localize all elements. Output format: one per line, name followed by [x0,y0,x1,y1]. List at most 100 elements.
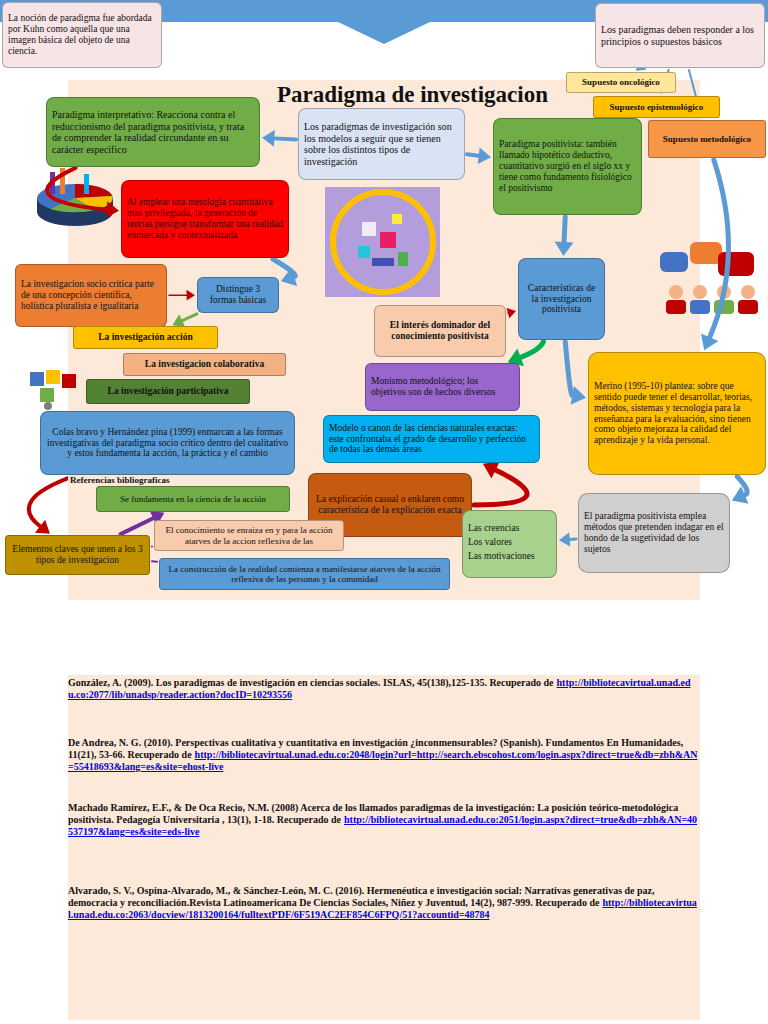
concept-box: Se fundamenta en la ciencia de la acción [96,486,290,512]
diagram-title: Paradigma de investigacion [240,82,585,108]
concept-box: El conocimiento se enraiza en y para la … [154,520,344,551]
concept-box: Los paradigmas deben responder a los pri… [595,3,765,68]
reference-text: Alvarado, S. V., Ospina-Alvarado, M., & … [68,885,655,908]
reference-entry: Machado Ramírez, E.F., & De Oca Recio, N… [68,802,698,838]
connector-line [151,546,153,548]
box-text: Las motivaciones [468,551,551,562]
reference-entry: De Andrea, N. G. (2010). Perspectivas cu… [68,737,698,773]
concept-box: La investigacion socio critica parte de … [15,264,167,327]
box-text: La investigación participativa [92,386,244,397]
connector-line [182,314,197,321]
arrow-head [571,386,586,405]
connector-arrow [467,148,491,164]
concept-box: Los paradigmas de investigación son los … [298,108,465,180]
reference-heading-box: Referencias bibliograficas [68,475,172,486]
concept-box: La investigación participativa [86,379,250,404]
connector-line [710,160,729,337]
box-text: Supuesto epistemológico [599,102,714,112]
box-text: Elementos claves que unen a los 3 tipos … [11,544,144,566]
concept-box: Paradigma positivista: también llamado h… [493,118,642,215]
connector-arrow [47,168,119,218]
concept-box: Colas bravo y Hernández pina (1999) enma… [40,411,295,475]
concept-box: Al emplear una metología cuantitativa ma… [121,180,289,258]
box-text: La construcción de la realidad comienza … [165,564,444,585]
concept-box: Modelo o canon de las ciencias naturales… [323,415,540,463]
box-text: Paradigma positivista: también llamado h… [499,139,636,194]
concept-box: Monismo metodológico; los objetivos son … [365,363,520,411]
box-text: La investigacion socio critica parte de … [21,279,161,312]
connector-line [169,294,187,296]
center-illustration [325,187,440,297]
connector-line [47,168,107,210]
arrow-head [187,290,195,301]
arrow-head [281,268,297,286]
connector-arrow [262,130,296,147]
connector-line [565,342,572,395]
concept-box: Paradigma interpretativo: Reacciona cont… [46,97,260,167]
box-text: Supuesto oncológico [572,77,670,87]
connector-line [152,560,157,562]
box-text: El interés dominador del conocimiento po… [380,320,500,342]
connector-line [521,342,544,357]
concept-box: Supuesto oncológico [566,72,676,93]
arrow-head [478,148,491,164]
arrow-head [559,532,570,546]
concept-box: La investigacion colaborativa [123,353,286,376]
concept-box: El interés dominador del conocimiento po… [374,305,506,357]
concept-box: Supuesto metodológico [648,120,766,158]
box-text: Paradigma interpretativo: Reacciona cont… [52,109,254,155]
concept-box: Características de la investigacion posi… [518,258,605,340]
box-text: Las creencias [468,523,551,534]
connector-arrow [151,546,152,547]
box-text: Se fundamenta en la ciencia de la acción [102,494,284,504]
concept-box: La noción de paradigma fue abordada por … [2,2,162,68]
concept-box: La construcción de la realidad comienza … [159,558,450,590]
box-text: Características de la investigacion posi… [524,283,599,316]
pie-chart-icon [37,168,113,226]
box-text: La noción de paradigma fue abordada por … [8,13,156,57]
box-text: La investigacion colaborativa [129,359,280,370]
box-text: Modelo o canon de las ciencias naturales… [329,423,534,456]
concept-box: El paradigma positivista emplea métodos … [578,493,730,573]
connector-arrow [507,308,516,318]
box-text: Distingue 3 formas básicas [203,284,273,306]
connector-line [570,537,576,540]
box-text: Los valores [468,537,551,548]
box-text: El conocimiento se enraiza en y para la … [160,525,338,546]
connector-arrow [474,461,527,505]
arrow-head [483,461,500,478]
arrow-head [555,242,574,256]
concept-box: Elementos claves que unen a los 3 tipos … [5,535,150,575]
box-text: Merino (1995-10) plantea: sobre que sent… [594,381,760,447]
connector-arrow [555,217,574,256]
connector-arrow [701,160,728,350]
connector-line [274,138,296,139]
reference-entry: Alvarado, S. V., Ospina-Alvarado, M., & … [68,885,698,921]
connector-arrow [152,561,157,562]
connector-arrow [169,290,195,301]
connector-line [121,518,154,534]
connector-line [474,470,527,505]
puzzle-people-icon [30,370,76,410]
box-text: La explicación casual o enklaren como ca… [314,494,466,516]
arrow-head [262,130,275,147]
concept-box: Las creenciasLos valoresLas motivaciones [462,510,557,578]
box-text: El paradigma positivista emplea métodos … [584,511,724,555]
reference-ground [68,675,700,1020]
box-text: Los paradigmas de investigación son los … [304,121,459,167]
connector-line [564,217,565,242]
concept-box: Supuesto epistemológico [593,96,720,118]
connector-line [467,154,479,155]
box-text: Los paradigmas deben responder a los pri… [601,24,759,47]
arrow-head [732,486,749,504]
concept-box: Merino (1995-10) plantea: sobre que sent… [588,352,766,475]
box-text: Supuesto metodológico [654,134,760,144]
connector-arrow [559,532,576,546]
reference-text: González, A. (2009). Los paradigmas de i… [68,677,554,688]
concept-box: Distingue 3 formas básicas [197,277,279,313]
connector-arrow [732,476,749,503]
reference-entry: González, A. (2009). Los paradigmas de i… [68,677,698,701]
concept-box: La investigación acción [73,326,218,349]
